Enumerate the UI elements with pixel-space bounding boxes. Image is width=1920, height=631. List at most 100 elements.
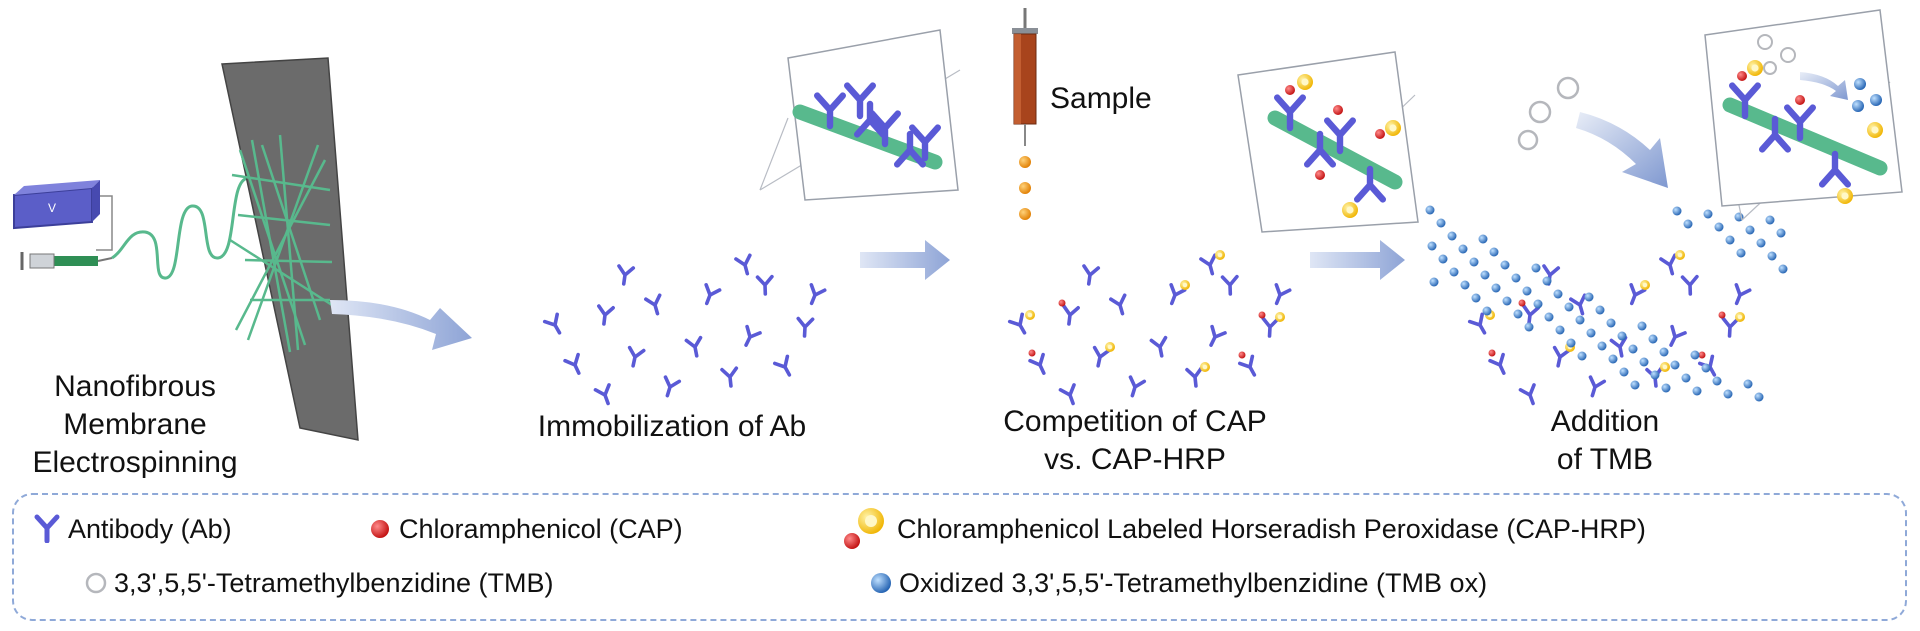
legend-cap-label: Chloramphenicol (CAP) — [399, 514, 683, 544]
cap-hrp-glyph — [1180, 280, 1190, 290]
antibody-glyph — [744, 324, 762, 347]
antibody-glyph — [1199, 253, 1217, 276]
tmb-ox-glyph — [1555, 325, 1565, 335]
tmb-ox-glyph — [1736, 248, 1746, 258]
tmb-ox-glyph — [1584, 292, 1594, 302]
antibody-icon — [34, 514, 60, 543]
zoom-inset-tmb — [1704, 9, 1903, 221]
antibody-glyph — [1680, 274, 1699, 296]
tmb-ox-glyph — [1754, 392, 1764, 402]
cap-glyph — [1285, 85, 1295, 95]
antibody-glyph — [796, 316, 815, 338]
legend-tmb-ox-label: Oxidized 3,3',5,5'-Tetramethylbenzidine … — [899, 568, 1488, 598]
antibody-glyph — [593, 383, 611, 406]
tmb-ox-glyph — [1672, 206, 1682, 216]
tmb-ox-glyph — [1670, 360, 1680, 370]
reagents-on-membrane-tmb — [1425, 205, 1788, 406]
cap-hrp-glyph — [1385, 120, 1401, 136]
antibody-glyph — [1209, 324, 1227, 347]
cap-glyph — [1028, 349, 1036, 357]
tmb-ox-glyph — [1491, 283, 1501, 293]
step-electrospinning-label-line3: Electrospinning — [32, 446, 237, 479]
tmb-ox-icon — [871, 573, 891, 593]
cap-glyph — [1238, 351, 1246, 359]
tmb-ox-glyph — [1471, 293, 1481, 303]
antibody-glyph — [1261, 316, 1280, 338]
cap-hrp-glyph — [1105, 342, 1115, 352]
arrow-to-membrane — [330, 300, 472, 350]
antibody-glyph — [1028, 352, 1046, 375]
antibody-glyph — [908, 124, 942, 162]
cap-hrp-glyph — [1837, 188, 1853, 204]
antibody-glyph — [843, 82, 877, 120]
antibody-glyph — [1721, 316, 1740, 338]
tmb-ox-glyph — [1701, 363, 1711, 373]
antibody-glyph — [772, 354, 792, 377]
antibody-glyph — [1783, 104, 1817, 142]
legend-antibody: Antibody (Ab) — [32, 513, 232, 545]
tmb-ox-glyph — [1438, 254, 1448, 264]
cap-glyph — [1518, 299, 1526, 307]
antibody-glyph — [853, 100, 887, 138]
antibody-glyph — [627, 345, 646, 368]
step-immobilization-label: Immobilization of Ab — [538, 410, 806, 443]
tmb-ox-glyph — [1553, 289, 1563, 299]
cap-glyph — [1718, 311, 1726, 319]
tmb-ox-glyph — [1776, 228, 1786, 238]
tmb-ox-glyph — [1524, 322, 1534, 332]
antibody-glyph — [1734, 282, 1752, 306]
legend-antibody-label: Antibody (Ab) — [68, 514, 232, 544]
tmb-ox-glyph — [1659, 347, 1669, 357]
cap-hrp-glyph — [1660, 362, 1670, 372]
cap-hrp-glyph — [1200, 362, 1210, 372]
antibody-glyph — [720, 366, 739, 388]
tmb-ox-glyph — [1683, 219, 1693, 229]
antibody-glyph — [1185, 366, 1204, 388]
antibody-glyph — [755, 274, 774, 296]
antibody-glyph — [1149, 335, 1168, 358]
tmb-ox-glyph — [1650, 370, 1660, 380]
legend-box: Antibody (Ab) Chloramphenicol (CAP) Chlo… — [12, 493, 1907, 621]
fiber-jet — [111, 176, 273, 280]
tmb-ox-glyph — [1681, 373, 1691, 383]
antibody-glyph — [704, 283, 722, 306]
cap-hrp-glyph — [1275, 312, 1285, 322]
cap-hrp-glyph — [1215, 250, 1225, 260]
tmb-ox-glyph — [1756, 238, 1766, 248]
legend-tmb-label: 3,3',5,5'-Tetramethylbenzidine (TMB) — [114, 568, 554, 598]
antibody-glyph — [1522, 304, 1540, 326]
cap-glyph — [1488, 349, 1496, 357]
reagents-on-membrane-competition — [1007, 250, 1292, 406]
antibody-glyph — [1629, 283, 1647, 306]
tmb-ox-glyph — [1544, 312, 1554, 322]
tmb-ox-glyph — [1502, 296, 1512, 306]
tmb-ox-glyph — [1745, 225, 1755, 235]
antibody-glyph — [1109, 293, 1127, 316]
arrow-to-tmb — [1310, 240, 1405, 280]
tmb-ox-glyph — [1511, 273, 1521, 283]
antibody-glyph — [868, 110, 902, 148]
tmb-ox-glyph — [1575, 315, 1585, 325]
antibody-glyph — [1007, 312, 1027, 335]
tmb-ox-glyph — [1743, 379, 1753, 389]
antibody-glyph — [1237, 354, 1257, 377]
tmb-ox-glyph — [1606, 318, 1616, 328]
tmb-ox-glyph — [1712, 376, 1722, 386]
antibody-glyph — [1518, 383, 1536, 406]
tmb-ox-glyph — [1725, 235, 1735, 245]
antibody-glyph — [1569, 293, 1587, 316]
antibody-glyph — [1488, 352, 1506, 375]
antibody-glyph — [1818, 150, 1852, 188]
cap-glyph — [1258, 311, 1266, 319]
arrow-tmb-down — [1576, 112, 1668, 188]
tmb-ox-glyph — [1617, 331, 1627, 341]
step-electrospinning-label-line1: Nanofibrous — [54, 370, 216, 403]
tmb-ox-glyph — [1778, 264, 1788, 274]
zoom-inset-immobilization — [759, 29, 961, 201]
antibody-glyph — [1323, 117, 1357, 155]
step-competition-label-line2: vs. CAP-HRP — [1044, 443, 1226, 476]
antibody-glyph — [1169, 283, 1187, 306]
antibody-glyph — [617, 264, 636, 286]
antibody-glyph — [1609, 335, 1628, 358]
